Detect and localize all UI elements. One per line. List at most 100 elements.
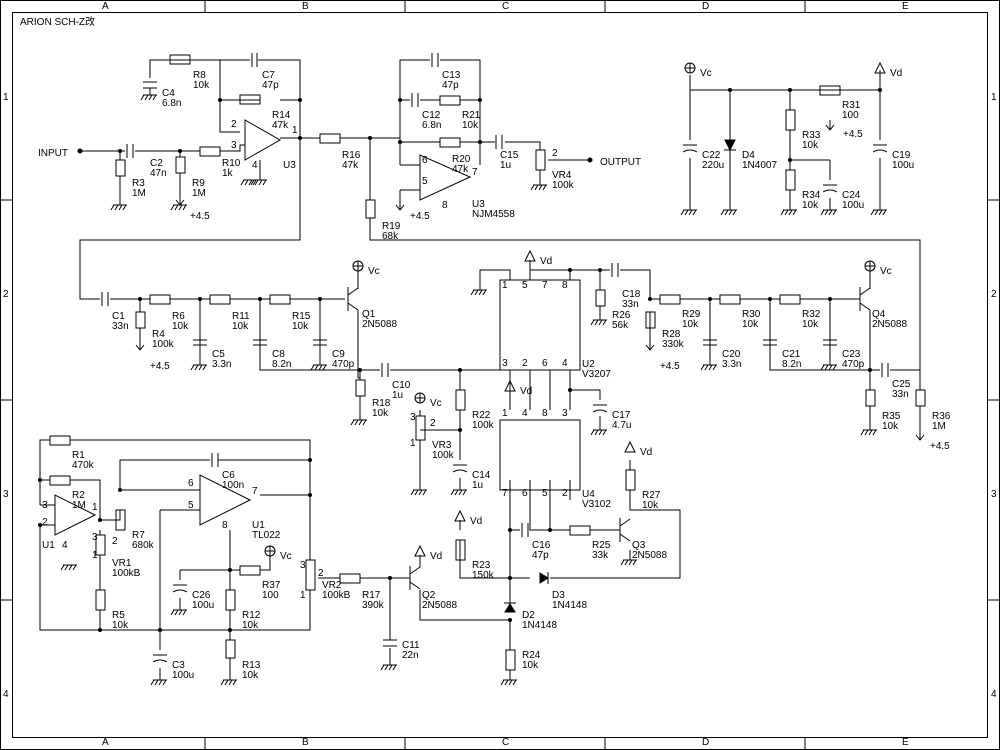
pin-number: 5 <box>542 488 548 499</box>
ic-u4-body <box>499 419 581 491</box>
component-ref: R16 <box>342 150 361 161</box>
component-ref: Q1 <box>362 309 376 320</box>
component-ref: R20 <box>452 154 471 165</box>
component-ref: R23 <box>472 560 491 571</box>
pin-number: 3 <box>300 560 306 571</box>
component-ref: R35 <box>882 411 901 422</box>
vd-rail-label: Vd <box>640 447 652 458</box>
bias-arrow-icon <box>825 120 835 131</box>
component-value: 2N5088 <box>632 550 667 561</box>
pin-number: 2 <box>552 148 558 159</box>
component-ref: R8 <box>193 70 206 81</box>
component-ref: C6 <box>222 470 235 481</box>
input-label: INPUT <box>38 148 68 159</box>
component-value: 100k <box>472 420 495 431</box>
component-value: 1N4148 <box>552 600 587 611</box>
vc-rail-icon <box>864 260 876 272</box>
pin-number: 7 <box>502 488 508 499</box>
component-ref: R33 <box>802 130 821 141</box>
ground-icon <box>590 319 607 326</box>
pin-number: 8 <box>442 200 448 211</box>
component-ref: C16 <box>532 540 551 551</box>
pin-number: 2 <box>562 488 568 499</box>
component-value: 1u <box>392 390 403 401</box>
vd-rail-label: Vd <box>470 516 482 527</box>
component-value: 68k <box>382 231 399 242</box>
component-ref: D4 <box>742 150 755 161</box>
bias-arrow-icon <box>645 340 655 351</box>
component-value: 10k <box>742 319 759 330</box>
component-ref: Q2 <box>422 590 436 601</box>
component-ref: C24 <box>842 190 861 201</box>
ground-icon <box>530 184 547 191</box>
ground-icon <box>350 419 367 426</box>
component-value: 10k <box>802 140 819 151</box>
component-ref: R9 <box>192 178 205 189</box>
grid-col-label: A <box>102 737 109 748</box>
sheet-title: ARION SCH-Z改 <box>20 15 95 28</box>
component-value: 47k <box>342 160 359 171</box>
component-ref: R3 <box>132 178 145 189</box>
pin-number: 3 <box>92 532 98 543</box>
component-value: 10k <box>522 660 539 671</box>
component-value: 10k <box>193 80 210 91</box>
component-ref: R24 <box>522 650 541 661</box>
pin-number: 7 <box>252 486 258 497</box>
vc-rail-icon <box>352 260 364 272</box>
bias-label: +4.5 <box>150 361 170 372</box>
component-ref: C9 <box>332 349 345 360</box>
component-ref: R34 <box>802 190 821 201</box>
ground-icon <box>220 679 237 686</box>
grid-col-label: B <box>302 737 309 748</box>
pin-number: 5 <box>188 500 194 511</box>
component-ref: R11 <box>232 311 250 322</box>
component-ref: U3 <box>472 199 485 210</box>
component-ref: R36 <box>932 411 951 422</box>
component-ref: U1 <box>252 520 265 531</box>
vc-rail-label: Vc <box>700 68 712 79</box>
component-value: 2N5088 <box>872 319 907 330</box>
component-value: TL022 <box>252 530 281 541</box>
bias-label: +4.5 <box>190 211 210 222</box>
ground-icon <box>680 209 697 216</box>
component-value: 47p <box>262 80 279 91</box>
pin-number: 2 <box>522 358 528 369</box>
component-value: 10k <box>242 670 259 681</box>
component-value: 470k <box>72 460 95 471</box>
component-ref: C15 <box>500 150 519 161</box>
opamp-unit-label: U3 <box>283 160 296 171</box>
component-ref: C4 <box>162 88 175 99</box>
component-value: 6.8n <box>162 98 181 109</box>
grid-col-label: E <box>902 737 909 748</box>
pin-number: 4 <box>522 408 528 419</box>
vc-rail-icon <box>264 545 276 557</box>
pin-number: 2 <box>112 536 118 547</box>
component-ref: R25 <box>592 540 611 551</box>
component-value: 100k <box>432 450 455 461</box>
component-value: 470p <box>842 359 865 370</box>
component-value: 1M <box>132 188 146 199</box>
component-value: 56k <box>612 320 629 331</box>
component-value: 1N4007 <box>742 160 777 171</box>
grid-row-label: 4 <box>3 689 9 700</box>
grid-col-label: B <box>302 1 309 12</box>
component-value: 150k <box>472 570 495 581</box>
component-value: 10k <box>882 421 899 432</box>
component-value: 10k <box>462 120 479 131</box>
ground-symbols <box>60 94 887 686</box>
ground-icon <box>150 679 167 686</box>
component-value: 10k <box>112 620 129 631</box>
diodes <box>504 139 736 613</box>
vd-rail-label: Vd <box>890 68 902 79</box>
component-value: 10k <box>642 500 659 511</box>
component-ref: C12 <box>422 110 441 121</box>
grid-col-label: A <box>102 1 109 12</box>
grid-row-label: 3 <box>991 489 997 500</box>
component-ref: R17 <box>362 590 381 601</box>
ground-icon <box>240 179 257 186</box>
component-ref: C25 <box>892 379 911 390</box>
bias-arrow-icon <box>135 340 145 351</box>
vd-rail-icon <box>454 509 466 522</box>
